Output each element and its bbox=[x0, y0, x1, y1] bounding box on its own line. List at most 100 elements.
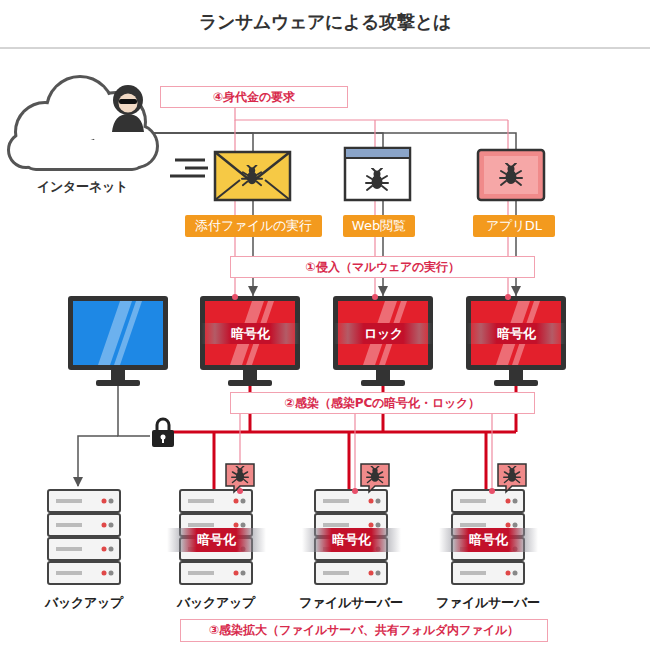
monitor-figure bbox=[228, 380, 272, 386]
motion-dashes bbox=[170, 175, 205, 178]
server-figure bbox=[323, 523, 349, 527]
email-icon bbox=[265, 180, 290, 200]
monitor-figure bbox=[73, 301, 163, 365]
server-name: バックアップ bbox=[19, 594, 149, 612]
malware-badge bbox=[232, 466, 249, 483]
server-figure bbox=[188, 571, 214, 575]
monitor-figure bbox=[466, 294, 566, 386]
lock-icon bbox=[152, 419, 174, 447]
browser-icon bbox=[345, 157, 410, 159]
ransom-request-line bbox=[235, 108, 508, 120]
monitor-figure bbox=[361, 380, 405, 386]
server-figure bbox=[109, 499, 114, 504]
server-figure bbox=[352, 488, 358, 494]
server-figure bbox=[376, 571, 381, 576]
malware-badge bbox=[498, 464, 526, 492]
email-icon bbox=[215, 152, 290, 200]
email-icon bbox=[242, 165, 262, 185]
internet-cloud-box: インターネット bbox=[10, 78, 155, 196]
server-figure bbox=[506, 499, 511, 504]
status-label: 暗号化 bbox=[467, 323, 566, 344]
server-figure bbox=[323, 499, 349, 503]
server-figure bbox=[323, 571, 349, 575]
lock-icon bbox=[157, 419, 169, 431]
server-figure bbox=[315, 562, 387, 584]
browser-icon bbox=[345, 148, 410, 200]
server-figure bbox=[489, 488, 495, 494]
internet-cloud bbox=[24, 140, 144, 168]
server-figure bbox=[513, 523, 518, 528]
malware-badge bbox=[498, 464, 526, 492]
server-box: 暗号化ファイルサーバー bbox=[423, 490, 553, 612]
server-figure bbox=[369, 499, 374, 504]
server-figure bbox=[102, 499, 107, 504]
server-figure bbox=[102, 547, 107, 552]
monitor-box: 暗号化 bbox=[466, 296, 566, 370]
server-figure bbox=[56, 523, 82, 527]
status-label: 暗号化 bbox=[439, 528, 538, 552]
server-figure bbox=[234, 523, 239, 528]
hacker-figure bbox=[112, 85, 144, 132]
backup-wire bbox=[118, 386, 150, 436]
server-figure bbox=[241, 499, 246, 504]
server-name: ファイルサーバー bbox=[423, 594, 553, 612]
malware-badge bbox=[361, 464, 389, 492]
server-box: 暗号化バックアップ bbox=[151, 490, 281, 612]
title-rule bbox=[0, 48, 650, 49]
malware-badge bbox=[367, 466, 384, 483]
malware-badge bbox=[226, 464, 254, 492]
status-label: 暗号化 bbox=[167, 528, 266, 552]
internet-cloud bbox=[10, 78, 156, 168]
server-figure bbox=[188, 499, 214, 503]
step-band: ①侵入（マルウェアの実行） bbox=[230, 256, 535, 278]
monitor-figure bbox=[494, 380, 538, 386]
box-label: ④身代金の要求 bbox=[213, 89, 295, 106]
app-icon bbox=[484, 156, 538, 194]
motion-dashes bbox=[175, 159, 205, 162]
server-figure bbox=[513, 571, 518, 576]
email-icon bbox=[215, 152, 290, 200]
email-icon bbox=[215, 180, 240, 200]
browser-icon bbox=[366, 168, 388, 190]
infection-line bbox=[491, 414, 492, 490]
title-bar: ランサムウェアによる攻撃とは bbox=[0, 10, 650, 34]
monitor-figure bbox=[68, 296, 168, 386]
title-rule bbox=[0, 48, 650, 49]
server-figure bbox=[452, 490, 524, 512]
server-figure bbox=[513, 499, 518, 504]
server-figure bbox=[48, 490, 120, 584]
app-icon bbox=[478, 150, 544, 200]
malware-badge bbox=[226, 464, 254, 492]
app-icon bbox=[478, 150, 544, 200]
monitor-figure bbox=[333, 296, 433, 370]
box-label: ①侵入（マルウェアの実行） bbox=[305, 259, 459, 276]
monitor-figure bbox=[96, 380, 140, 386]
hacker-figure bbox=[113, 85, 143, 115]
server-figure bbox=[369, 571, 374, 576]
server-figure bbox=[180, 562, 252, 584]
server-figure bbox=[460, 571, 486, 575]
browser-icon bbox=[346, 149, 409, 158]
network-wire bbox=[170, 386, 516, 490]
server-name: ファイルサーバー bbox=[286, 594, 416, 612]
server-figure bbox=[506, 571, 511, 576]
hacker-figure bbox=[119, 99, 137, 104]
cloud-label: インターネット bbox=[10, 178, 155, 196]
monitor-figure bbox=[114, 301, 142, 365]
server-figure bbox=[48, 490, 120, 512]
network-wire bbox=[170, 431, 516, 434]
status-label: 暗号化 bbox=[201, 323, 300, 344]
step-band: ②感染（感染PCの暗号化・ロック） bbox=[230, 392, 535, 414]
box-label: ③感染拡大（ファイルサーバ、共有フォルダ内ファイル） bbox=[209, 622, 519, 639]
monitor-figure bbox=[200, 296, 300, 370]
monitor-figure bbox=[200, 294, 300, 386]
hacker-figure bbox=[112, 114, 144, 132]
server-name: バックアップ bbox=[151, 594, 281, 612]
server-figure bbox=[506, 523, 511, 528]
server-figure bbox=[234, 571, 239, 576]
lock-icon bbox=[152, 430, 174, 447]
server-figure bbox=[452, 562, 524, 584]
step-band: ③感染拡大（ファイルサーバ、共有フォルダ内ファイル） bbox=[180, 619, 548, 642]
box-label: 添付ファイルの実行 bbox=[195, 217, 312, 235]
